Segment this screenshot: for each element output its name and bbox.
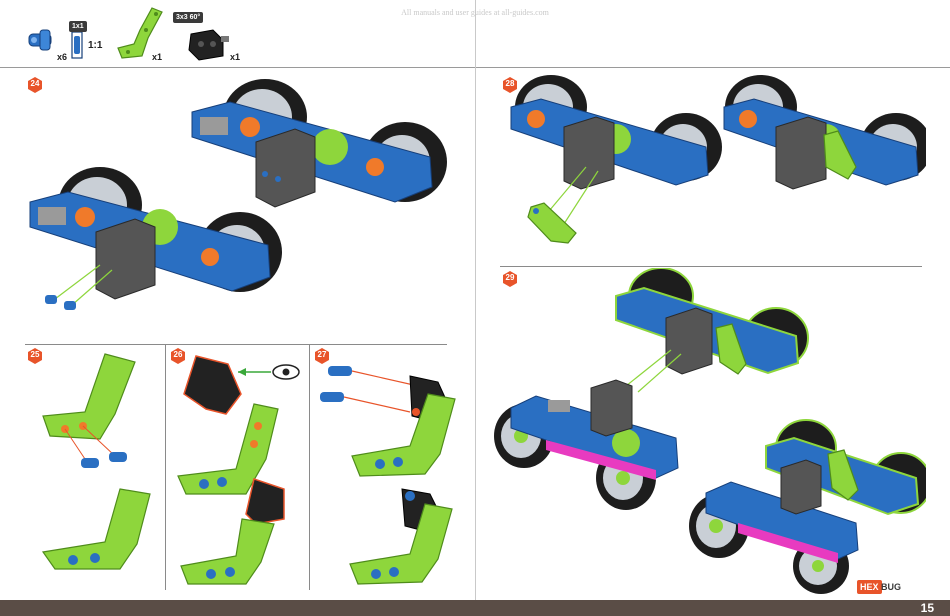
panel-divider — [309, 344, 310, 590]
panel-divider — [165, 344, 166, 590]
step-number-badge: 29 — [502, 271, 518, 287]
page-spine — [475, 67, 476, 600]
step-number-badge: 28 — [502, 77, 518, 93]
step-24-illustration — [29, 79, 447, 310]
brand-logo-hex: HEX — [857, 580, 882, 594]
step-number-badge: 26 — [170, 348, 186, 364]
green-bent-beam-icon — [117, 7, 163, 59]
panel-divider — [500, 266, 922, 267]
black-angled-connector-icon — [188, 29, 229, 61]
header-divider — [475, 0, 476, 67]
part-size-tag: 3x3 60° — [173, 12, 204, 23]
part-count: x6 — [57, 52, 68, 62]
step-number-badge: 24 — [27, 77, 43, 93]
part-count: x1 — [230, 52, 241, 62]
page-number: 15 — [920, 601, 934, 615]
step-28-illustration — [510, 75, 926, 244]
step-number-badge: 25 — [27, 348, 43, 364]
hexbug-logo: HEX BUG — [857, 580, 901, 596]
step-26-illustration — [177, 355, 300, 585]
brand-logo-bug: BUG — [881, 582, 901, 592]
parts-header: All manuals and user guides at all-guide… — [0, 0, 950, 68]
blue-connector-pin-icon — [28, 29, 83, 59]
step-number-badge: 27 — [314, 348, 330, 364]
step-29-illustration — [494, 268, 926, 594]
step-27-illustration — [320, 366, 456, 585]
step-25-illustration — [41, 353, 151, 570]
panel-divider — [25, 344, 447, 345]
part-size-tag: 1x1 — [69, 21, 87, 32]
part-count: x1 — [152, 52, 163, 62]
scale-ratio: 1:1 — [88, 40, 103, 51]
watermark: All manuals and user guides at all-guide… — [401, 8, 549, 17]
footer-bar: 15 — [0, 600, 950, 616]
